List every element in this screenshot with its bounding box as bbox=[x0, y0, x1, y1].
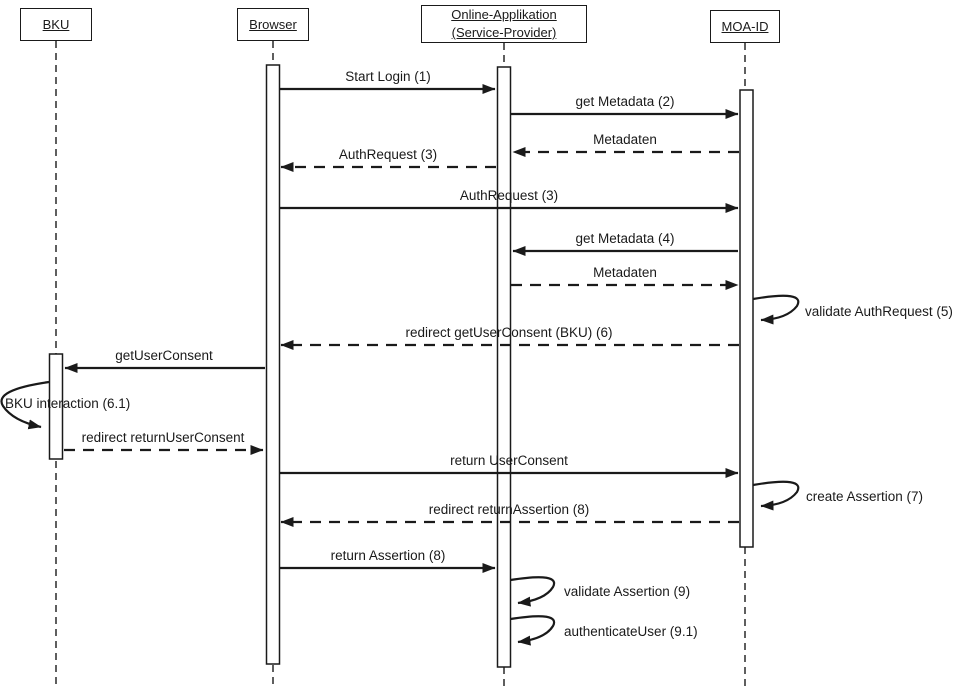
activation-bar-moa-id bbox=[739, 89, 754, 548]
message-label-validate-assertion: validate Assertion (9) bbox=[564, 584, 691, 599]
loop-create-assertion bbox=[752, 480, 800, 511]
message-label-redirect-returnassertion: redirect returnAssertion (8) bbox=[428, 502, 590, 517]
actor-box-online-applikation: Online-Applikation (Service-Provider) bbox=[421, 5, 587, 43]
message-label-metadaten-2: Metadaten bbox=[593, 265, 657, 280]
message-label-get-metadata-4: get Metadata (4) bbox=[575, 231, 675, 246]
loop-authenticateuser bbox=[510, 615, 556, 646]
actor-box-bku: BKU bbox=[20, 8, 92, 41]
message-label-redirect-getuserconsent: redirect getUserConsent (BKU) (6) bbox=[405, 325, 613, 340]
message-label-metadaten-1: Metadaten bbox=[593, 132, 657, 147]
actor-box-moa-id: MOA-ID bbox=[710, 10, 780, 43]
loop-bku-interaction bbox=[0, 380, 50, 430]
message-label-authrequest-return: AuthRequest (3) bbox=[338, 147, 438, 162]
message-label-bku-interaction: BKU interaction (6.1) bbox=[5, 396, 131, 411]
message-label-getuserconsent: getUserConsent bbox=[115, 348, 213, 363]
message-label-get-metadata-2: get Metadata (2) bbox=[575, 94, 675, 109]
activation-bar-online-applikation bbox=[496, 66, 512, 668]
message-label-validate-authrequest: validate AuthRequest (5) bbox=[805, 304, 953, 319]
message-label-create-assertion: create Assertion (7) bbox=[806, 489, 924, 504]
message-label-start-login: Start Login (1) bbox=[345, 69, 431, 84]
loop-validate-assertion bbox=[510, 576, 556, 607]
message-label-redirect-returnuserconsent: redirect returnUserConsent bbox=[81, 430, 245, 445]
actor-box-browser: Browser bbox=[237, 8, 309, 41]
loop-validate-authrequest bbox=[752, 294, 800, 325]
activation-bar-browser bbox=[265, 64, 281, 665]
message-label-return-assertion: return Assertion (8) bbox=[330, 548, 446, 563]
message-label-authrequest-forward: AuthRequest (3) bbox=[459, 188, 559, 203]
activation-bar-bku bbox=[48, 353, 64, 460]
message-label-return-userconsent: return UserConsent bbox=[450, 453, 568, 468]
message-label-authenticateuser: authenticateUser (9.1) bbox=[564, 624, 698, 639]
